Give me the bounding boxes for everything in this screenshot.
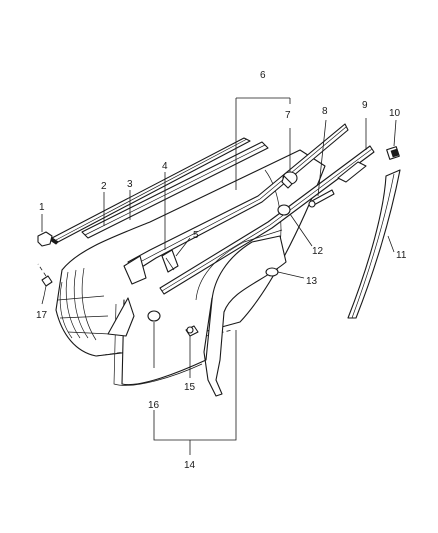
callout-9: 9 (362, 100, 368, 111)
leader-lines (41, 97, 397, 455)
callout-14: 14 (184, 460, 196, 471)
callout-12: 12 (312, 246, 324, 257)
part-8-screw (308, 189, 335, 208)
part-10-clip (386, 146, 400, 160)
inner-belt-weatherstrip (81, 141, 269, 239)
part-13-plug (265, 267, 279, 277)
door-opening-weatherstrip (347, 169, 401, 319)
callout-11: 11 (396, 250, 407, 261)
part-7-push-clip (281, 171, 298, 189)
callout-15: 15 (184, 382, 196, 393)
glass-run-channel (159, 145, 375, 295)
callout-16: 16 (148, 400, 160, 411)
callout-5: 5 (193, 230, 199, 241)
part-5-clip (161, 249, 179, 273)
callout-7: 7 (285, 110, 291, 121)
part-17-screw (37, 263, 53, 297)
callout-4: 4 (162, 161, 168, 172)
callout-8: 8 (322, 106, 328, 117)
part-16-grommet (147, 310, 161, 322)
callout-2: 2 (101, 181, 107, 192)
callout-13: 13 (306, 276, 318, 287)
part-1-clip (37, 231, 53, 247)
callout-3: 3 (127, 179, 133, 190)
door-weatherstrip-loop (107, 229, 287, 397)
callout-17: 17 (36, 310, 48, 321)
outer-belt-moulding (49, 137, 251, 245)
door-frame-moulding (123, 123, 349, 285)
part-15-clip (185, 325, 199, 337)
callout-6: 6 (260, 70, 266, 81)
callout-labels: 1 2 3 4 5 6 7 8 9 10 11 12 13 14 15 16 1… (36, 70, 407, 471)
part-12-clip (277, 204, 291, 216)
callout-1: 1 (39, 202, 45, 213)
callout-10: 10 (389, 108, 401, 119)
